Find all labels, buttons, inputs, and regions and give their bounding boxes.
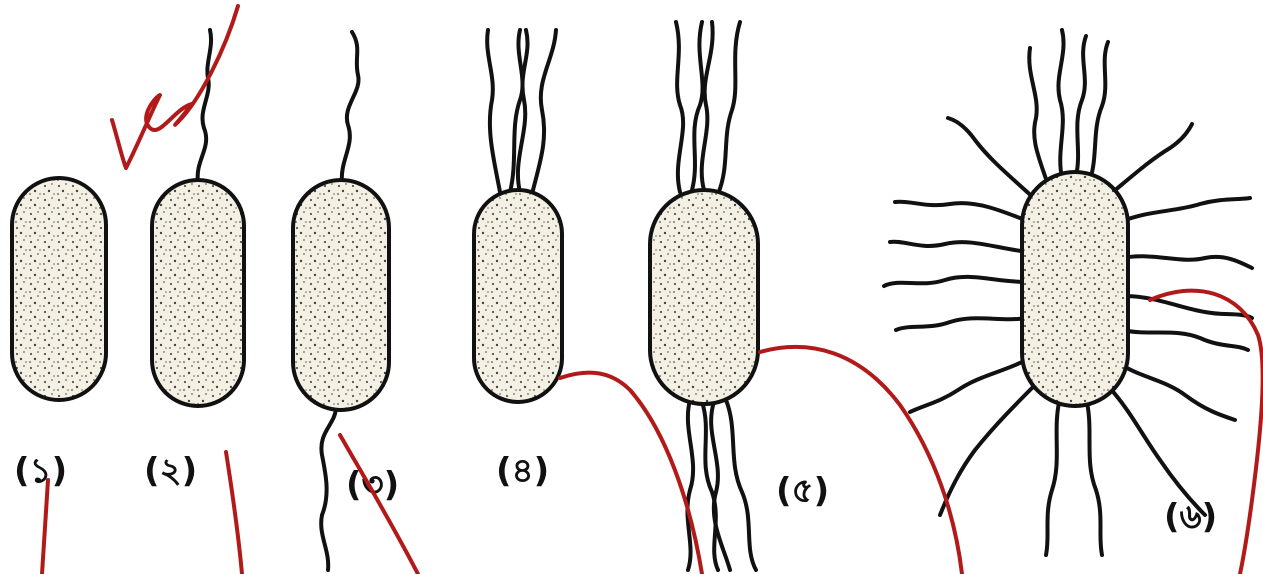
cell-body-1 bbox=[12, 178, 106, 400]
bacterium-atrichous bbox=[12, 178, 106, 400]
bacterium-monotrichous bbox=[152, 30, 244, 406]
flagellum-3-bottom bbox=[321, 408, 336, 570]
label-4: (৪) bbox=[496, 451, 549, 491]
flagellum-6-13 bbox=[896, 318, 1028, 330]
label-2: (২) bbox=[144, 451, 197, 491]
flagellum-6-06 bbox=[1108, 124, 1192, 196]
flagellum-6-20 bbox=[1108, 386, 1205, 515]
annotation-line-5 bbox=[760, 347, 962, 574]
cell-body-6 bbox=[1022, 172, 1128, 406]
flagellum-6-12 bbox=[1124, 296, 1252, 318]
flagellum-4d bbox=[532, 30, 556, 194]
flagellum-6-10 bbox=[1122, 256, 1252, 268]
flagellum-6-01 bbox=[1029, 48, 1048, 185]
annotation-line-4 bbox=[560, 373, 702, 574]
cell-body-4 bbox=[474, 190, 562, 402]
flagellum-5-bottom-a bbox=[687, 400, 693, 570]
flagellum-6-08 bbox=[1120, 198, 1250, 222]
cell-body-5 bbox=[650, 190, 758, 404]
flagellum-6-18 bbox=[1046, 398, 1060, 555]
flagellum-5-top-a bbox=[676, 22, 683, 192]
label-1: (১) bbox=[14, 451, 67, 491]
flagellum-6-05 bbox=[948, 118, 1036, 200]
cell-body-2 bbox=[152, 180, 244, 406]
flagellum-6-03 bbox=[1076, 36, 1086, 176]
flagellum-6-17 bbox=[940, 380, 1040, 515]
flagellum-5-bottom-d bbox=[726, 400, 756, 570]
annotation-line-1 bbox=[42, 480, 48, 574]
flagellum-6-16 bbox=[1116, 362, 1235, 420]
bacterium-lophotrichous bbox=[474, 30, 562, 402]
flagellum-5-top-c bbox=[702, 22, 713, 190]
label-3: (৩) bbox=[346, 465, 399, 505]
flagellum-4a bbox=[487, 30, 500, 192]
flagellum-6-07 bbox=[895, 202, 1030, 222]
flagellum-6-19 bbox=[1086, 398, 1102, 555]
flagellum-6-02 bbox=[1058, 30, 1063, 178]
flagellum-5-top-d bbox=[718, 22, 740, 194]
flagellum-6-14 bbox=[1122, 330, 1248, 350]
flagellum-6-04 bbox=[1090, 42, 1108, 180]
label-6: (৬) bbox=[1164, 497, 1217, 537]
annotation-line-2 bbox=[226, 452, 242, 574]
flagellum-2 bbox=[198, 30, 211, 182]
flagellum-3-top bbox=[342, 32, 359, 182]
bacterium-amphilophotrichous bbox=[650, 22, 758, 570]
flagellum-6-11 bbox=[884, 277, 1026, 286]
cell-body-3 bbox=[293, 180, 389, 410]
flagellum-6-09 bbox=[890, 242, 1028, 252]
annotation-scribble bbox=[112, 6, 238, 168]
label-5: (৫) bbox=[776, 471, 829, 511]
